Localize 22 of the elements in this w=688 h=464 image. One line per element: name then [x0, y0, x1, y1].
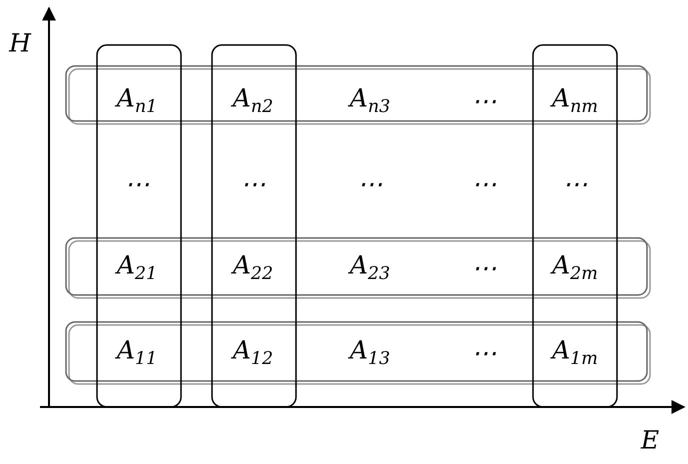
matrix-entry: ⋯: [472, 256, 496, 280]
matrix-entry: ⋯: [472, 88, 496, 114]
matrix-entry: A$_{22}$: [232, 252, 274, 284]
matrix-entry: A$_{1m}$: [552, 338, 598, 368]
matrix-entry: A$_{23}$: [350, 252, 390, 284]
matrix-entry: ⋯: [358, 172, 382, 196]
matrix-entry: A$_{13}$: [350, 338, 390, 368]
matrix-entry: A$_{2m}$: [552, 252, 598, 284]
matrix-entry: A$_{nm}$: [552, 86, 598, 116]
matrix-entry: ⋯: [472, 172, 496, 196]
matrix-entry: ⋯: [472, 340, 496, 366]
matrix-entry: A$_{n1}$: [116, 86, 158, 116]
axis-label: H: [9, 30, 31, 56]
matrix-entry: A$_{21}$: [116, 252, 158, 284]
matrix-entry: A$_{n3}$: [350, 86, 390, 116]
matrix-entry: A$_{n2}$: [232, 86, 274, 116]
matrix-entry: A$_{11}$: [116, 338, 158, 368]
axis-label: E: [640, 428, 660, 452]
matrix-entry: ⋯: [124, 172, 150, 196]
matrix-entry: ⋯: [562, 172, 588, 196]
matrix-entry: ⋯: [240, 172, 266, 196]
matrix-entry: A$_{12}$: [232, 338, 274, 368]
